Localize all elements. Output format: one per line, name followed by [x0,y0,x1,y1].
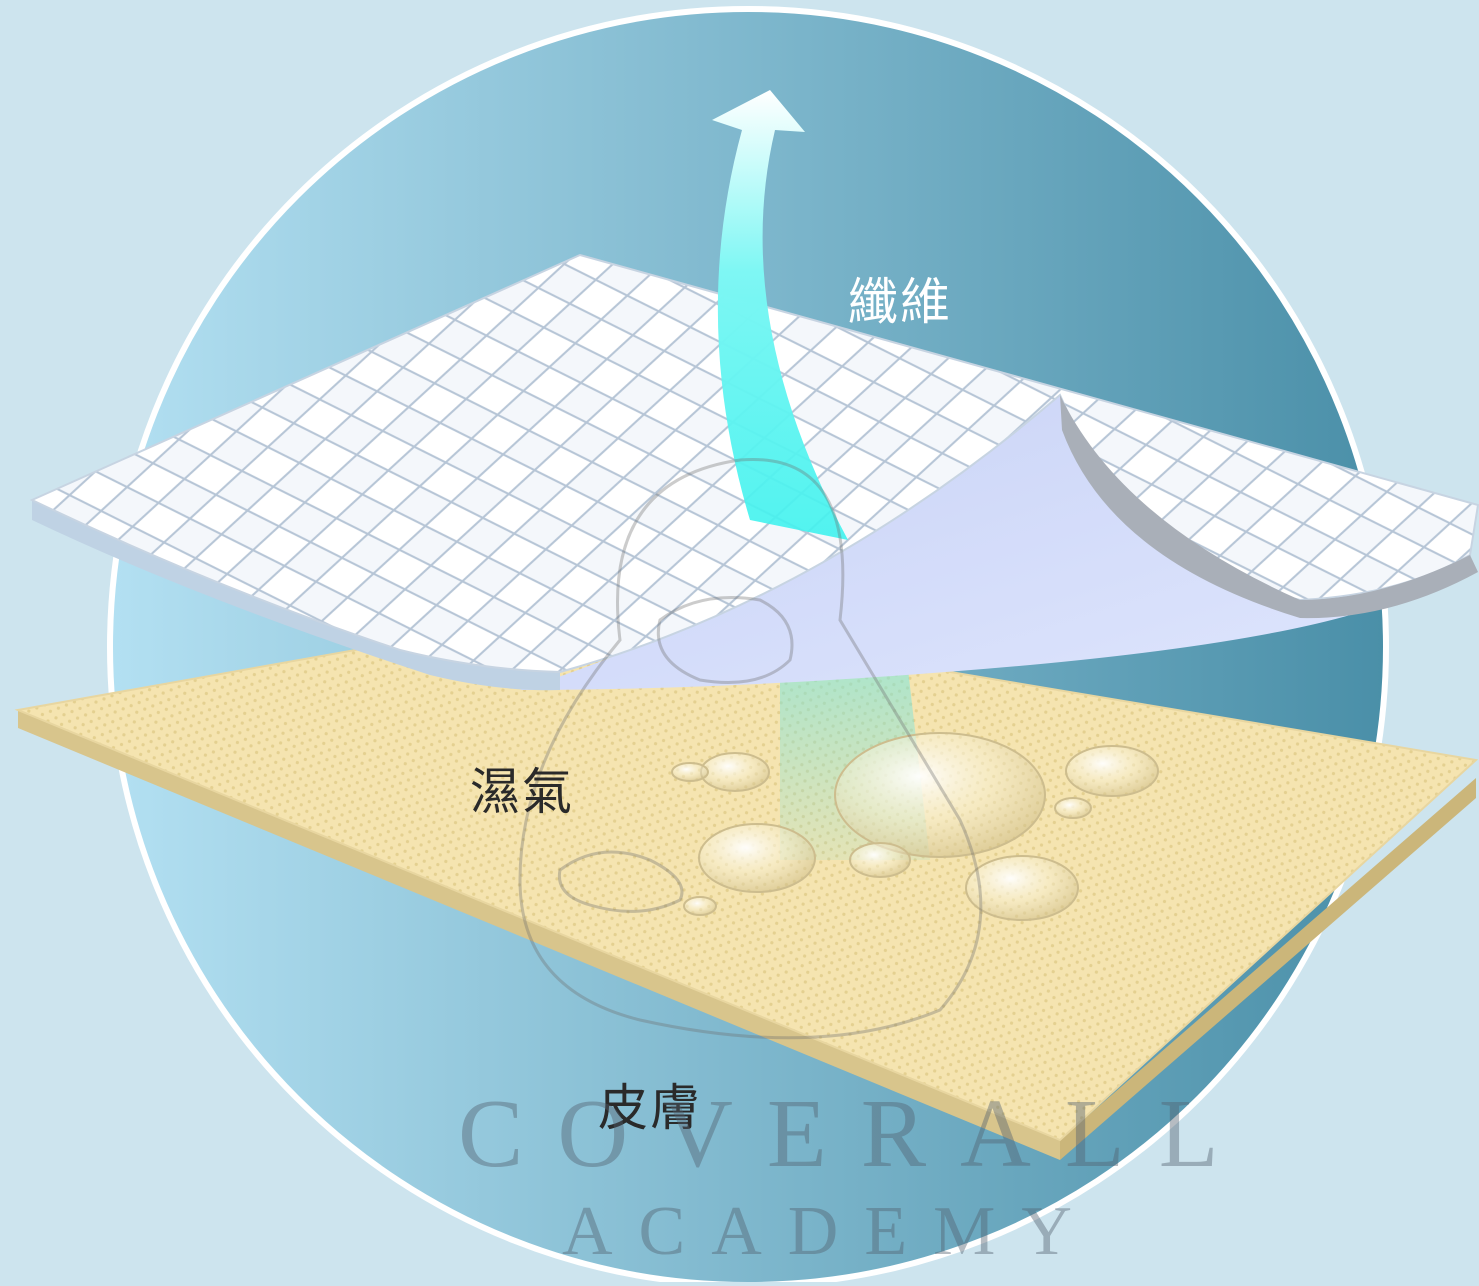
watermark-academy: ACADEMY [562,1193,1098,1270]
watermark-coverall: COVERALL [458,1080,1253,1188]
skin-label: 皮膚 [598,1079,702,1137]
baby-outline-watermark [518,457,983,1040]
moisture-wicking-arrow [712,90,848,540]
water-droplets [671,732,1159,921]
fiber-label: 纖維 [848,273,952,331]
moisture-label: 濕氣 [470,763,574,821]
